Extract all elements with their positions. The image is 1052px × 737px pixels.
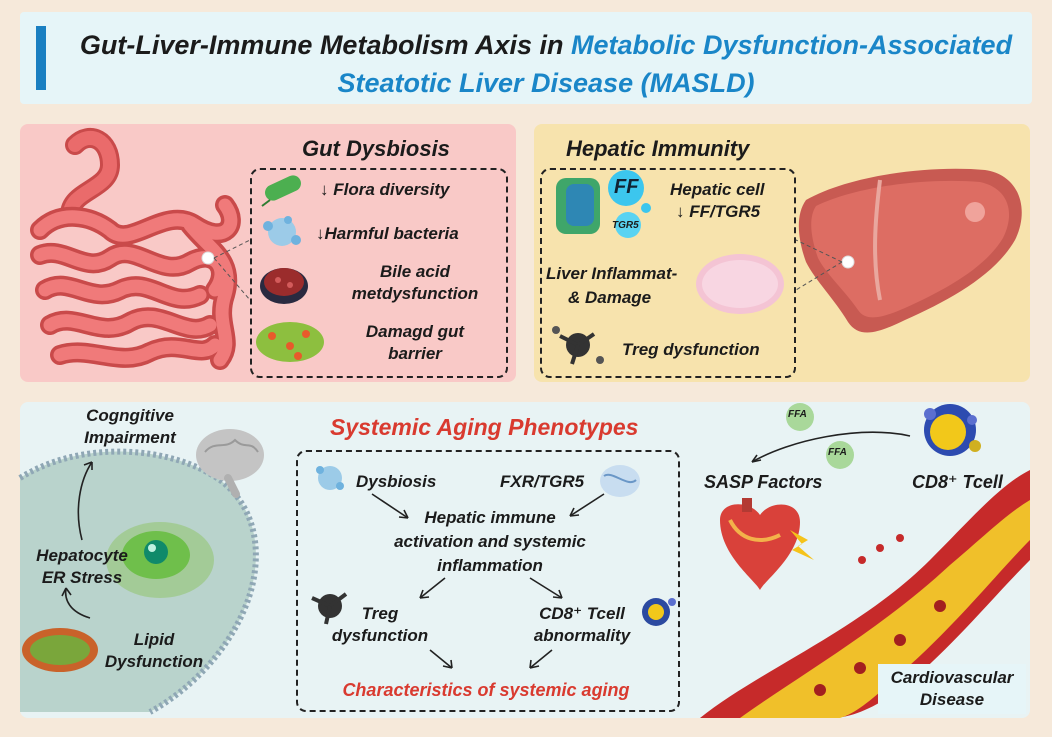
cd8-tcell-label: CD8⁺ Tcell	[912, 472, 1003, 493]
liver-illustration	[796, 169, 1022, 333]
ffa-label-2: FFA	[828, 447, 847, 458]
sasp-factors-label: SASP Factors	[704, 472, 822, 493]
treg-label-1: Treg	[330, 604, 430, 624]
intestine-illustration	[40, 138, 250, 360]
hepatic-immunity-heading: Hepatic Immunity	[566, 136, 749, 162]
ff-label: FF	[614, 176, 638, 199]
fxr-tgr5-label: FXR/TGR5	[500, 472, 584, 492]
cd8-abnormality-label-2: abnormality	[522, 626, 642, 646]
heart-icon	[720, 498, 800, 590]
bile-acid-label-2: metdysfunction	[330, 284, 500, 304]
hepatocyte-label-2: ER Stress	[22, 568, 142, 588]
cognitive-label-1: Cogngitive	[70, 406, 190, 426]
gut-dysbiosis-heading: Gut Dysbiosis	[302, 136, 450, 162]
harmful-bacteria-label: ↓Harmful bacteria	[316, 224, 459, 244]
cardiovascular-label-2: Disease	[878, 690, 1026, 710]
treg-dysfunction-label: Treg dysfunction	[622, 340, 760, 360]
ffa-label-1: FFA	[788, 409, 807, 420]
activation-label-1: Hepatic immune	[340, 508, 640, 528]
systemic-aging-heading: Systemic Aging Phenotypes	[330, 414, 638, 441]
ff-tgr5-label: ↓ FF/TGR5	[676, 202, 760, 222]
lipid-label-2: Dysfunction	[94, 652, 214, 672]
gut-barrier-label-2: barrier	[330, 344, 500, 364]
gut-barrier-label-1: Damagd gut	[330, 322, 500, 342]
cardiovascular-label-1: Cardiovascular	[878, 668, 1026, 688]
cd8-tcell-icon	[924, 404, 981, 456]
dysbiosis-label: Dysbiosis	[356, 472, 436, 492]
cd8-abnormality-label-1: CD8⁺ Tcell	[522, 604, 642, 624]
flora-diversity-label: ↓ Flora diversity	[320, 180, 449, 200]
hepatic-cell-label: Hepatic cell	[670, 180, 765, 200]
characteristics-label: Characteristics of systemic aging	[306, 680, 666, 701]
activation-label-2: activation and systemic	[340, 532, 640, 552]
treg-label-2: dysfunction	[330, 626, 430, 646]
cognitive-label-2: Impairment	[70, 428, 190, 448]
lipid-label-1: Lipid	[94, 630, 214, 650]
aging-mechanism-box	[296, 450, 680, 712]
bile-acid-label-1: Bile acid	[330, 262, 500, 282]
liver-inflammation-label-1: Liver Inflammat-	[546, 264, 677, 284]
tgr5-label: TGR5	[612, 220, 639, 231]
liver-inflammation-label-2: & Damage	[568, 288, 651, 308]
hepatocyte-label-1: Hepatocyte	[22, 546, 142, 566]
activation-label-3: inflammation	[340, 556, 640, 576]
